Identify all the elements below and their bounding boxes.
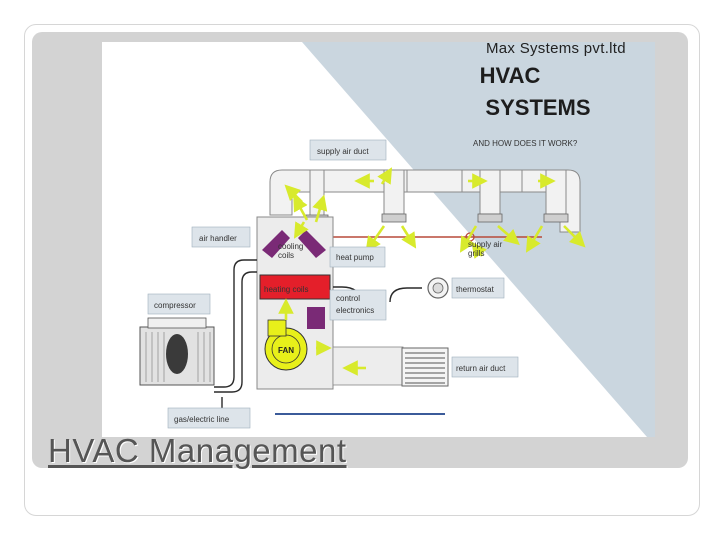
callout-supply-air-duct: supply air duct xyxy=(309,139,387,161)
callout-heat-pump: heat pump xyxy=(329,246,386,268)
callout-gas-electric-line: gas/electric line xyxy=(167,407,251,429)
callout-air-handler: air handler xyxy=(191,226,251,248)
callout-return-air-duct: return air duct xyxy=(451,356,519,378)
heating-coils xyxy=(259,274,331,300)
callout-thermostat: thermostat xyxy=(451,277,505,299)
compressor-unit xyxy=(139,317,215,386)
thermostat-icon xyxy=(427,277,449,299)
slide-title: HVAC Management xyxy=(48,432,347,469)
hvac-diagram: HVAC SYSTEMS AND HOW DOES IT WORK? heati… xyxy=(102,42,655,437)
label-compressor: compressor xyxy=(154,301,196,310)
diagram-subheading: AND HOW DOES IT WORK? xyxy=(473,139,578,148)
label-thermostat: thermostat xyxy=(456,285,495,294)
label-cooling-coils-line2: coils xyxy=(278,251,294,260)
label-heat-pump: heat pump xyxy=(336,253,374,262)
control-electronics-box xyxy=(307,307,325,329)
label-supply-air-grills-line2: grills xyxy=(468,249,484,258)
label-cooling-coils-line1: cooling xyxy=(278,242,303,251)
background-triangle xyxy=(302,42,655,437)
label-return-air-duct: return air duct xyxy=(456,364,506,373)
label-control-electronics-line1: control xyxy=(336,294,360,303)
label-air-handler: air handler xyxy=(199,234,237,243)
airflow-arrows xyxy=(278,167,586,376)
label-control-electronics-line2: electronics xyxy=(336,306,374,315)
label-gas-electric-line: gas/electric line xyxy=(174,415,230,424)
callout-compressor: compressor xyxy=(147,293,211,315)
diagram-heading-hvac: HVAC xyxy=(480,63,541,88)
label-fan: FAN xyxy=(278,346,294,355)
company-name: Max Systems pvt.ltd xyxy=(486,40,626,57)
label-supply-air-duct: supply air duct xyxy=(317,147,369,156)
label-heating-coils: heating coils xyxy=(264,285,308,294)
fan-icon: FAN xyxy=(264,319,308,371)
callout-control-electronics: control electronics xyxy=(329,289,387,321)
return-air-duct xyxy=(332,346,449,387)
label-supply-air-grills-line1: supply air xyxy=(468,240,503,249)
diagram-heading-systems: SYSTEMS xyxy=(485,95,590,120)
